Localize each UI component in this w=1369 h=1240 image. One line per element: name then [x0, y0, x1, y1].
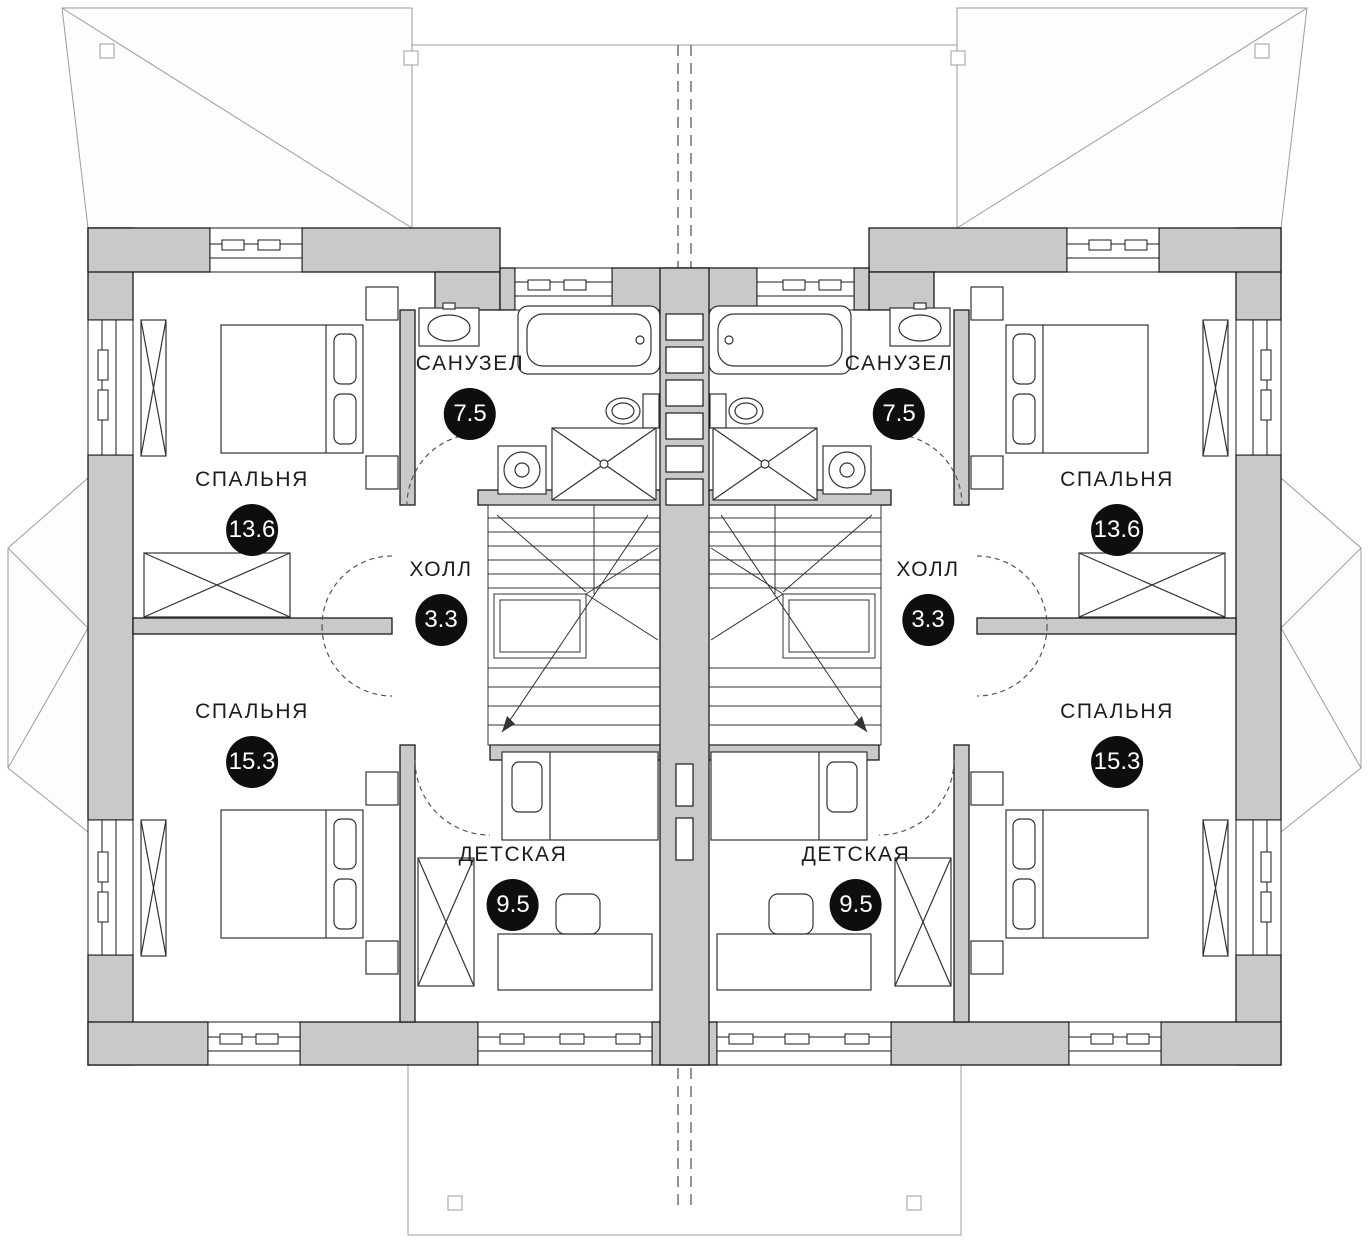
vent-shaft [665, 313, 704, 861]
